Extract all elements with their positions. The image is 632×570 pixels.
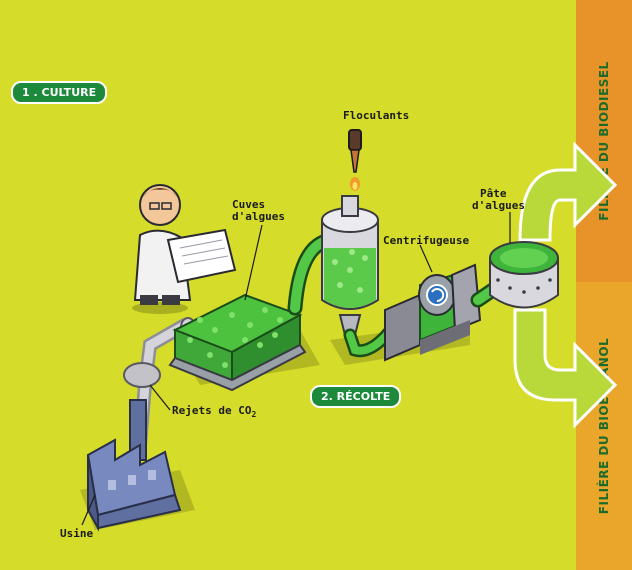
factory-illustration xyxy=(86,399,182,532)
pate-label-line2: d'algues xyxy=(472,199,525,212)
section-recolte-pill: 2. RÉCOLTE xyxy=(310,385,402,408)
cuves-label-line2: d'algues xyxy=(232,210,285,223)
biodiesel-band: FILIÈRE DU BIODIESEL xyxy=(576,0,632,282)
usine-label: Usine xyxy=(60,527,94,540)
rejets-co2-text: Rejets de CO xyxy=(172,404,252,417)
dropper-illustration xyxy=(348,129,362,191)
section-culture-pill: 1 . CULTURE xyxy=(11,81,108,104)
rejets-co2-subscript: 2 xyxy=(251,410,257,420)
centrifugeuse-label: Centrifugeuse xyxy=(383,234,470,247)
rejets-co2-label: Rejets de CO2 xyxy=(172,405,256,421)
bioethanol-arrow xyxy=(513,308,618,429)
flocculation-column-illustration xyxy=(321,195,379,336)
algae-paste-tank-illustration xyxy=(489,241,559,309)
scientist-illustration xyxy=(132,184,237,314)
cuves-label-line1: Cuves xyxy=(232,198,266,211)
pate-label-line1: Pâte xyxy=(480,187,507,200)
centrifuge-illustration xyxy=(384,263,482,362)
algae-tank-illustration xyxy=(168,293,307,392)
biodiesel-arrow xyxy=(518,141,618,242)
bioethanol-band: FILIÈRE DU BIOÉTHANOL xyxy=(576,282,632,570)
floculants-label: Floculants xyxy=(343,109,410,122)
